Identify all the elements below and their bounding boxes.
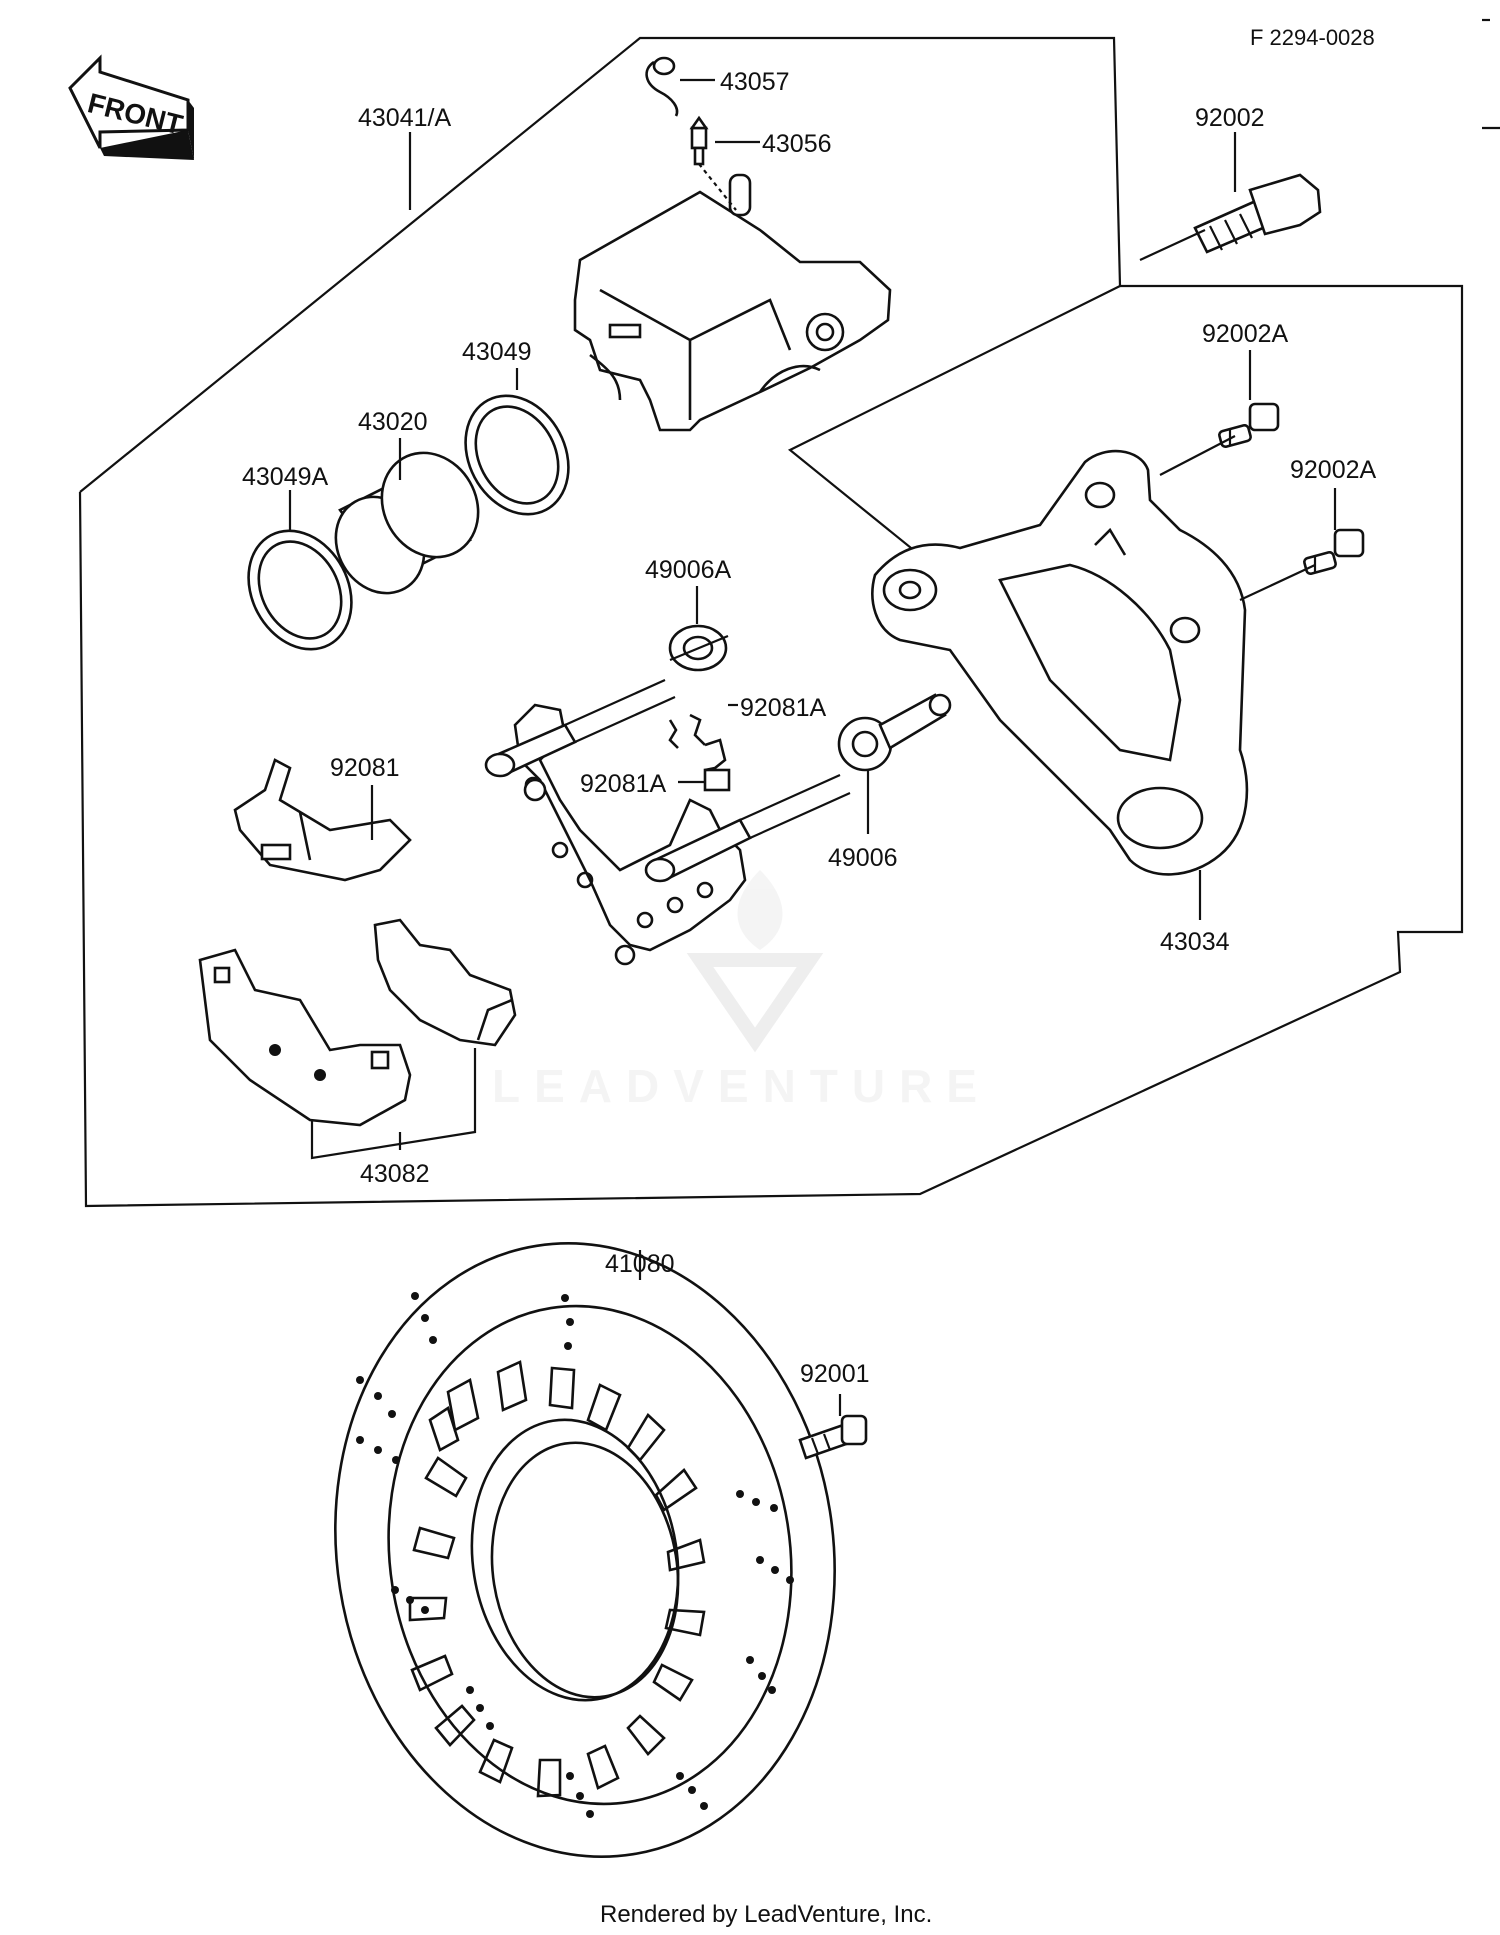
front-arrow-icon: FRONT bbox=[68, 54, 194, 160]
retainer-spring-92081a bbox=[668, 713, 731, 792]
caliper-assembly-outline bbox=[78, 36, 1464, 1208]
seal-43049 bbox=[464, 394, 570, 516]
piston-43020 bbox=[334, 451, 480, 595]
label-41080: 41080 bbox=[605, 1250, 675, 1278]
label-43082: 43082 bbox=[360, 1160, 430, 1188]
seal-43049a bbox=[247, 529, 353, 651]
banjo-clip-43057 bbox=[645, 56, 679, 117]
label-92001: 92001 bbox=[800, 1360, 870, 1388]
disc-bolt-92001 bbox=[798, 1414, 868, 1460]
label-92002: 92002 bbox=[1195, 104, 1265, 132]
label-43056: 43056 bbox=[762, 130, 832, 158]
brake-disc-41080 bbox=[334, 1242, 836, 1858]
label-92081a-lower: 92081A bbox=[580, 770, 667, 798]
diagram-ref-code: F 2294-0028 bbox=[1250, 25, 1375, 50]
caliper-bracket-43034 bbox=[871, 449, 1249, 876]
brake-pad-inner bbox=[373, 918, 517, 1047]
label-43034: 43034 bbox=[1160, 928, 1230, 956]
label-92081a-upper: 92081A bbox=[740, 694, 827, 722]
brake-pad-outer bbox=[198, 948, 412, 1127]
slide-pin-49006a bbox=[484, 624, 729, 778]
anti-rattle-spring-92081 bbox=[233, 758, 412, 882]
slide-pin-49006 bbox=[644, 693, 952, 883]
bolt-92002 bbox=[1193, 173, 1322, 254]
label-92002a-lower: 92002A bbox=[1290, 456, 1377, 484]
leader-lines bbox=[288, 78, 1337, 1416]
label-49006a: 49006A bbox=[645, 556, 732, 584]
watermark-logo: LEADVENTURE bbox=[492, 870, 991, 1112]
watermark-text: LEADVENTURE bbox=[492, 1060, 991, 1112]
bolt-92002a-lower bbox=[1303, 528, 1365, 576]
footer-credit: Rendered by LeadVenture, Inc. bbox=[600, 1901, 932, 1928]
disc-holes bbox=[356, 1292, 794, 1818]
label-43049a: 43049A bbox=[242, 463, 329, 491]
label-92081: 92081 bbox=[330, 754, 400, 782]
label-43041a: 43041/A bbox=[358, 104, 451, 132]
label-43057: 43057 bbox=[720, 68, 790, 96]
label-43049: 43049 bbox=[462, 338, 532, 366]
label-49006: 49006 bbox=[828, 844, 898, 872]
bleeder-valve-43056 bbox=[689, 115, 737, 211]
caliper-body bbox=[573, 173, 892, 432]
part-labels: 43041/A 43057 43056 92002 92002A 92002A … bbox=[242, 68, 1377, 1388]
disc-vent-slots bbox=[408, 1360, 706, 1798]
label-92002a-upper: 92002A bbox=[1202, 320, 1289, 348]
label-43020: 43020 bbox=[358, 408, 428, 436]
